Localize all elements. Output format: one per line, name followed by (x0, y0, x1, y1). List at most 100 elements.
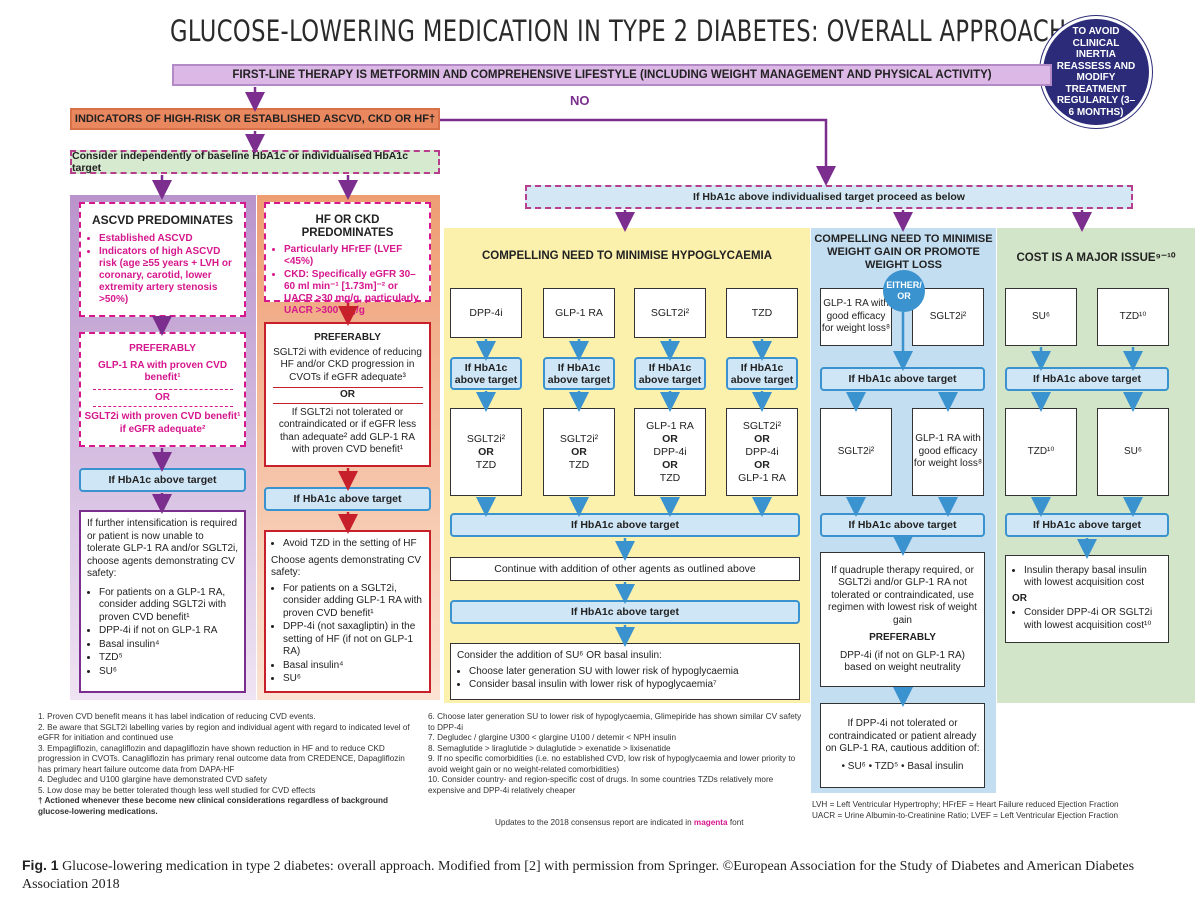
hf-or-divider (272, 402, 423, 404)
ascvd-or-divider (92, 406, 233, 407)
hba1c-line: If HbA1c (464, 361, 508, 374)
hypo-drug-box: SGLT2i² (634, 288, 706, 338)
weight-preferably: PREFERABLY (869, 632, 936, 643)
hba1c-line: above target (638, 373, 702, 386)
cost-hba1c-bar-2: If HbA1c above target (1005, 513, 1169, 537)
hypo-heading: COMPELLING NEED TO MINIMISE HYPOGLYCAEMI… (481, 250, 773, 262)
hba1c-line: above target (547, 373, 611, 386)
cost-insulin: Insulin therapy basal insulin with lowes… (1024, 565, 1162, 590)
abbreviations: LVH = Left Ventricular Hypertrophy; HFrE… (812, 800, 1197, 821)
hf-box: HF OR CKD PREDOMINATES Particularly HFrE… (264, 202, 431, 316)
ascvd-list-item: Basal insulin⁴ (99, 639, 238, 652)
ascvd-preferably: PREFERABLY (129, 343, 196, 354)
hypo-next-item: TZD (659, 471, 681, 484)
hf-list-item: For patients on a SGLT2i, consider addin… (283, 583, 424, 621)
proceed-below-bar: If HbA1c above individualised target pro… (525, 185, 1133, 209)
footnote: 6. Choose later generation SU to lower r… (428, 712, 802, 732)
ascvd-bullet: Established ASCVD (99, 233, 238, 245)
cost-hba1c-bar: If HbA1c above target (1005, 367, 1169, 391)
hba1c-line: If HbA1c (648, 361, 692, 374)
insulin-box: Insulin therapy basal insulin with lowes… (1005, 555, 1169, 643)
magenta-word: magenta (693, 818, 728, 827)
blue-arrows (476, 312, 1143, 707)
ascvd-or-divider (92, 388, 233, 390)
hf-or: OR (340, 389, 355, 401)
caption-label: Fig. 1 (22, 857, 59, 873)
hypo-next-or: OR (754, 458, 770, 471)
hf-pref2: If SGLT2i not tolerated or contraindicat… (278, 406, 417, 456)
hf-bullet: CKD: Specifically eGFR 30–60 ml min⁻¹ [1… (284, 269, 423, 317)
continue-box: Continue with addition of other agents a… (450, 557, 800, 581)
ascvd-hba1c-bar: If HbA1c above target (79, 468, 246, 492)
su-list-item: Consider basal insulin with lower risk o… (469, 679, 739, 692)
ascvd-preferably-box: PREFERABLY GLP-1 RA with proven CVD bene… (79, 332, 246, 447)
clinical-inertia-badge: TO AVOID CLINICAL INERTIA REASSESS AND M… (1040, 16, 1152, 128)
hf-choose: Choose agents demonstrating CV safety: (271, 554, 422, 579)
hf-list-item: Basal insulin⁴ (283, 660, 424, 673)
ascvd-list-item: SU⁶ (99, 666, 238, 679)
hypo-next-item: DPP-4i (653, 445, 687, 458)
hypo-next-or: OR (754, 432, 770, 445)
weight-drug-box: SGLT2i² (912, 288, 984, 346)
footnotes-left: 1. Proven CVD benefit means it has label… (38, 712, 410, 817)
hypo-next-item: TZD (568, 458, 590, 471)
hf-or-divider (272, 387, 423, 389)
ascvd-pref2: SGLT2i with proven CVD benefit¹ if eGFR … (84, 411, 241, 435)
quad-therapy-box: If quadruple therapy required, or SGLT2i… (820, 552, 985, 687)
footnote: 9. If no specific comorbidities (i.e. no… (428, 754, 796, 774)
hypo-drug-box: GLP-1 RA (543, 288, 615, 338)
hypo-drug-box: TZD (726, 288, 798, 338)
cost-drug-box: TZD¹⁰ (1097, 288, 1169, 346)
hba1c-line: If HbA1c (740, 361, 784, 374)
hypo-next-or: OR (662, 458, 678, 471)
footnote: 1. Proven CVD benefit means it has label… (38, 712, 316, 721)
proceed-below-text: If HbA1c above individualised target pro… (693, 191, 965, 203)
hf-preferably: PREFERABLY (314, 332, 381, 344)
footnote: 4. Degludec and U100 glargine have demon… (38, 775, 267, 784)
abbrev: LVH = Left Ventricular Hypertrophy; HFrE… (812, 800, 1119, 809)
hypo-next-or: OR (571, 445, 587, 458)
ascvd-pref1: GLP-1 RA with proven CVD benefit¹ (97, 359, 228, 384)
hypo-hba1c-bar: If HbA1c above target (450, 513, 800, 537)
consider-su-box: Consider the addition of SU⁶ OR basal in… (450, 643, 800, 700)
footnote: 5. Low dose may be better tolerated thou… (38, 785, 316, 795)
footnote: † Actioned whenever these become new cli… (38, 796, 389, 816)
hf-pref1: SGLT2i with evidence of reducing HF and/… (273, 346, 422, 383)
weight-next-box: GLP-1 RA with good efficacy for weight l… (912, 408, 984, 496)
ascvd-intensify-text: If further intensification is required o… (87, 518, 239, 579)
ascvd-or: OR (155, 391, 170, 403)
weight-next-box: SGLT2i² (820, 408, 892, 496)
cost-next-box: SU⁶ (1097, 408, 1169, 496)
no-branch (440, 118, 836, 186)
abbrev: UACR = Urine Albumin-to-Creatinine Ratio… (812, 810, 1119, 820)
purple-arrows (152, 87, 1092, 514)
hypo-next-item: SGLT2i² (466, 432, 506, 445)
either-or-badge: EITHER/ OR (883, 270, 925, 312)
cost-dpp: Consider DPP-4i OR SGLT2i with lowest ac… (1024, 607, 1162, 632)
footnote: 7. Degludec / glargine U300 < glargine U… (428, 733, 677, 742)
ascvd-bullet: Indicators of high ASCVD risk (age ≥55 y… (99, 246, 238, 306)
hf-list-item: SU⁶ (283, 673, 424, 686)
ascvd-list-item: For patients on a GLP-1 RA, consider add… (99, 587, 238, 625)
footnotes-mid: 6. Choose later generation SU to lower r… (428, 712, 808, 796)
caption-text: Glucose-lowering medication in type 2 di… (22, 859, 1135, 892)
footnote: 2. Be aware that SGLT2i labelling varies… (38, 722, 410, 743)
hba1c-line: above target (730, 373, 794, 386)
cost-drug-box: SU⁶ (1005, 288, 1077, 346)
cost-or: OR (1012, 592, 1027, 604)
ascvd-list-item: DPP-4i if not on GLP-1 RA (99, 625, 238, 638)
hypo-next-or: OR (662, 432, 678, 445)
hf-bullet: Particularly HFrEF (LVEF <45%) (284, 244, 423, 268)
figure-caption: Fig. 1 Glucose-lowering medication in ty… (22, 856, 1192, 894)
badge-text: TO AVOID CLINICAL INERTIA REASSESS AND M… (1056, 26, 1136, 118)
quad-text: If quadruple therapy required, or SGLT2i… (828, 564, 977, 626)
if-dpp-box: If DPP-4i not tolerated or contraindicat… (820, 703, 985, 788)
font-word: font (729, 818, 744, 827)
footnote: 10. Consider country- and region-specifi… (428, 775, 774, 795)
hf-hba1c-bar: If HbA1c above target (264, 487, 431, 511)
weight-dpp: DPP-4i (if not on GLP-1 RA) based on wei… (839, 649, 966, 674)
